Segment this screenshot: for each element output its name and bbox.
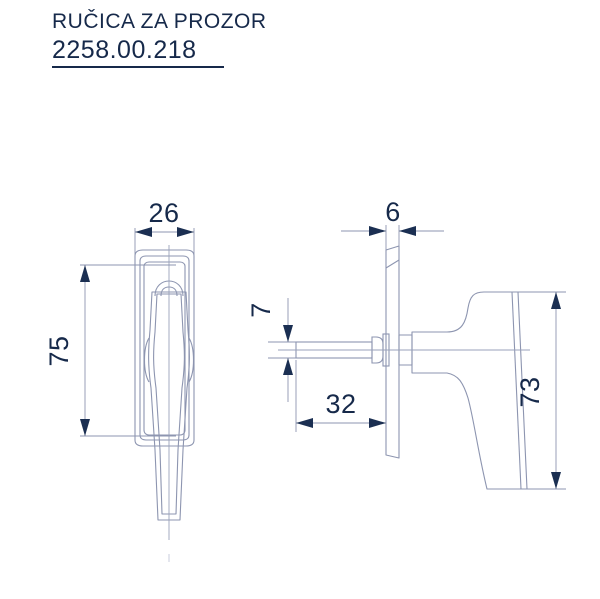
side-view-rosette bbox=[385, 245, 400, 459]
front-view-geometry bbox=[134, 249, 195, 447]
product-code: 2258.00.218 bbox=[52, 36, 197, 64]
side-view-handle bbox=[398, 291, 528, 490]
page-title: RUČICA ZA PROZOR bbox=[52, 10, 267, 33]
product-code-underline bbox=[52, 66, 224, 68]
dimension-26-label: 26 bbox=[148, 198, 179, 228]
dimension-73-label: 73 bbox=[515, 376, 545, 407]
dimension-73: 73 bbox=[512, 291, 566, 490]
dimension-75-label: 75 bbox=[44, 335, 74, 366]
dimension-75: 75 bbox=[44, 264, 176, 437]
dimension-6-label: 6 bbox=[385, 197, 401, 227]
dimension-26: 26 bbox=[134, 198, 195, 258]
dimension-7-label: 7 bbox=[246, 302, 276, 318]
dimension-32: 32 bbox=[295, 360, 387, 432]
dimension-32-label: 32 bbox=[325, 389, 356, 419]
dimension-6: 6 bbox=[341, 197, 444, 255]
dimension-7: 7 bbox=[246, 298, 308, 402]
